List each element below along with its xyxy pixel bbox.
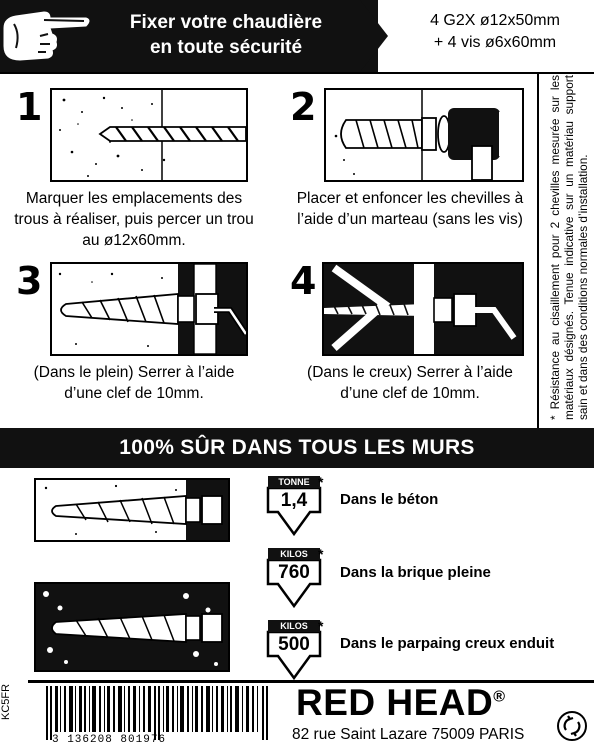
wall-label-concrete: Dans le béton: [340, 491, 439, 508]
header-title: Fixer votre chaudière en toute sécurité: [96, 10, 356, 60]
badge-star: *: [318, 618, 324, 634]
footer-rule: [28, 680, 594, 683]
header-spec-line1: 4 G2X ø12x50mm: [430, 12, 560, 29]
step-1-text: Marquer les emplacements des trous à réa…: [14, 190, 254, 249]
company-address: 82 rue Saint Lazare 75009 PARIS: [292, 726, 525, 743]
barcode: [46, 686, 268, 740]
down-arrow-badge-icon: [266, 620, 322, 681]
header-arrow-wedge: [360, 0, 388, 72]
step-3-illustration: [50, 262, 248, 356]
header-rule: [0, 72, 594, 74]
step-4-text: (Dans le creux) Serrer à l’aide d’une cl…: [307, 364, 513, 402]
product-code: KC5FR: [0, 683, 12, 720]
drill-into-wall-illustration: [59, 90, 246, 180]
step-4-number: 4: [290, 259, 317, 303]
step-2-text: Placer et enfoncer les chevilles à l’aid…: [296, 190, 524, 228]
hollow-block-wall-illustration: [34, 582, 230, 672]
load-badge-solid-brick: KILOS 760: [266, 548, 322, 610]
wrench-hollow-wall-illustration: [324, 264, 522, 354]
step-2-illustration: [324, 88, 524, 182]
barcode-digits: 3 136208 801976: [52, 734, 167, 746]
badge-unit: KILOS: [280, 549, 308, 559]
step-1-number: 1: [16, 85, 43, 129]
header-spec-line2: + 4 vis ø6x60mm: [433, 34, 557, 51]
wall-label-hollow-block: Dans le parpaing creux enduit: [340, 635, 555, 652]
header-title-line2: en toute sécurité: [149, 37, 303, 58]
step-1-illustration: [50, 88, 248, 182]
header-black-panel: [0, 0, 378, 72]
header-spec: 4 G2X ø12x50mm + 4 vis ø6x60mm: [402, 10, 588, 54]
step-3-number: 3: [16, 259, 43, 303]
brand-registered-mark: ®: [493, 688, 506, 706]
wrench-solid-wall-illustration: [58, 264, 246, 354]
badge-unit: KILOS: [280, 621, 308, 631]
load-badge-hollow-block: KILOS 500: [266, 620, 322, 682]
badge-star: *: [318, 474, 324, 490]
badge-value: 1,4: [280, 490, 308, 511]
brand-logo: RED HEAD®: [296, 682, 506, 724]
badge-star: *: [318, 546, 324, 562]
wall-label-solid-brick: Dans la brique pleine: [340, 564, 491, 581]
step-3-text: (Dans le plein) Serrer à l’aide d’une cl…: [33, 364, 235, 402]
pointing-hand-icon: [3, 11, 90, 61]
header-title-line1: Fixer votre chaudière: [129, 12, 323, 33]
brand-name: RED HEAD: [296, 682, 494, 723]
step-4-illustration: [322, 262, 524, 356]
concrete-wall-illustration: [34, 478, 230, 542]
anchor-concrete-icon: [44, 480, 228, 540]
badge-value: 760: [278, 562, 310, 583]
safety-banner: 100% SÛR DANS TOUS LES MURS: [0, 428, 594, 468]
side-note: * Résistance au cisaillement pour 2 chev…: [548, 75, 590, 420]
badge-value: 500: [278, 634, 310, 655]
step-2-number: 2: [290, 85, 317, 129]
badge-unit: TONNE: [278, 477, 310, 487]
hammer-anchor-illustration: [326, 90, 501, 180]
down-arrow-badge-icon: [266, 476, 322, 537]
load-badge-concrete: TONNE 1,4: [266, 476, 322, 538]
header: Fixer votre chaudière en toute sécurité …: [0, 0, 594, 72]
side-note-box: [537, 72, 594, 428]
recycle-icon: [557, 711, 587, 741]
down-arrow-badge-icon: [266, 548, 322, 609]
anchor-hollow-block-icon: [36, 584, 228, 670]
